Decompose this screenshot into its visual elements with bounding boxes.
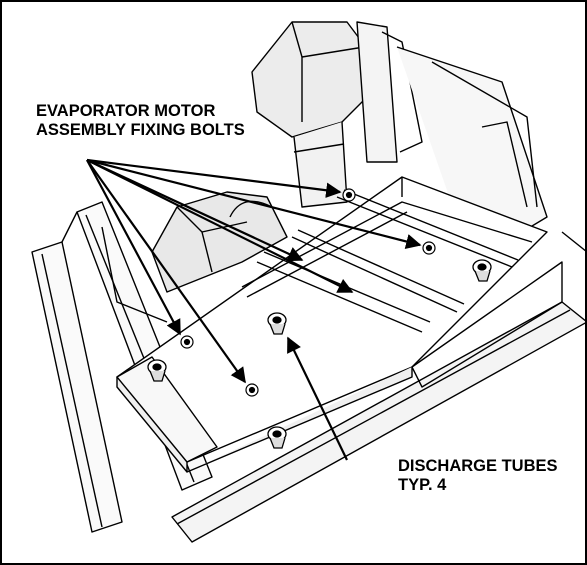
discharge-tube-1: [267, 312, 287, 335]
bolt-2: [422, 241, 436, 255]
tubes-callout-line-2: TYP. 4: [398, 476, 447, 494]
discharge-tubes: [147, 259, 492, 449]
bolts-callout-line-2: ASSEMBLY FIXING BOLTS: [36, 121, 245, 139]
evaporator-deck-panel: [116, 176, 548, 473]
bolt-1: [342, 188, 356, 202]
center-blower-housing: [151, 191, 288, 293]
fixing-bolts: [180, 188, 436, 397]
discharge-tube-4: [472, 259, 492, 282]
leader-arrow-4: [86, 159, 304, 262]
front-base-rail: [171, 231, 585, 543]
top-blower-housing: [251, 21, 368, 208]
leader-arrow-tubes: [287, 336, 348, 461]
bolts-callout-label: EVAPORATOR MOTOR ASSEMBLY FIXING BOLTS: [36, 102, 245, 140]
bolt-4: [245, 383, 259, 397]
leader-arrow-1: [86, 158, 342, 198]
leader-arrow-2: [86, 158, 422, 250]
leader-arrow-3: [86, 159, 354, 293]
discharge-tube-2: [147, 359, 167, 382]
discharge-tube-3: [267, 426, 287, 449]
tubes-callout-label: DISCHARGE TUBES TYP. 4: [398, 457, 558, 495]
leader-arrow-6: [86, 159, 246, 384]
bolt-3: [180, 335, 194, 349]
bolt-leader-lines: [86, 158, 422, 384]
tubes-callout-line-1: DISCHARGE TUBES: [398, 457, 558, 475]
leader-arrow-5: [86, 159, 181, 336]
tube-leader-line: [287, 336, 348, 461]
lower-mounting-plate: [116, 356, 218, 463]
bolts-callout-line-1: EVAPORATOR MOTOR: [36, 102, 216, 120]
